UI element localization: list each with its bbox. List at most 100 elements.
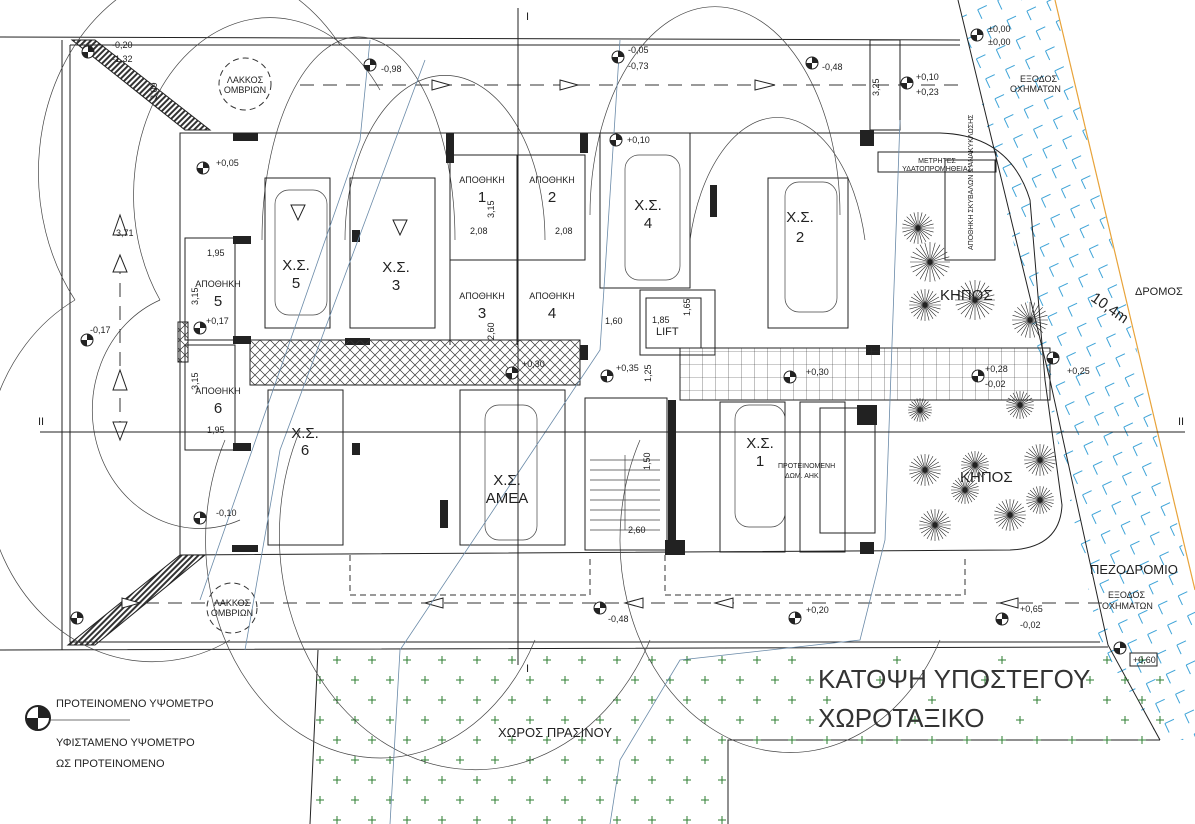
green-cross-mark — [1138, 696, 1146, 704]
green-cross-mark — [718, 656, 726, 664]
green-cross-mark — [718, 736, 726, 744]
green-cross-mark — [333, 816, 341, 824]
legend-proposed: ΠΡΟΤΕΙΝΟΜΕΝΟ ΥΨΟΜΕΤΡΟ — [56, 698, 214, 710]
green-cross-mark — [736, 676, 744, 684]
green-cross-mark — [473, 736, 481, 744]
green-cross-mark — [1103, 696, 1111, 704]
green-cross-mark — [473, 776, 481, 784]
green-cross-mark — [718, 816, 726, 824]
parking-number: 4 — [644, 215, 652, 232]
green-cross-mark — [438, 736, 446, 744]
green-cross-mark — [491, 756, 499, 764]
dimension-label: 1,95 — [207, 248, 225, 258]
parking-label: Χ.Σ. — [746, 435, 774, 452]
dimension-label: 1,25 — [643, 364, 653, 382]
green-cross-mark — [666, 756, 674, 764]
green-cross-mark — [333, 696, 341, 704]
green-cross-mark — [491, 796, 499, 804]
rain-pit-label: ΟΜΒΡΙΩΝ — [211, 608, 253, 618]
storage-label: ΑΠΟΘΗΚΗ — [459, 175, 505, 185]
green-cross-mark — [701, 676, 709, 684]
green-cross-mark — [1033, 736, 1041, 744]
vehicle-exit-label: ΕΞΟΔΟΣ — [1020, 74, 1057, 84]
green-cross-mark — [631, 796, 639, 804]
green-cross-mark — [963, 736, 971, 744]
plant-icon — [1026, 486, 1054, 514]
storage-number: 5 — [214, 293, 222, 310]
plant-icon — [955, 280, 995, 320]
green-cross-mark — [1068, 736, 1076, 744]
green-cross-mark — [316, 676, 324, 684]
green-cross-mark — [1103, 656, 1111, 664]
parking-number: 1 — [756, 453, 764, 470]
section-marker-bottom: I — [526, 663, 529, 675]
plant-icon — [909, 454, 941, 486]
green-cross-mark — [631, 716, 639, 724]
dimension-label: 1,95 — [207, 425, 225, 435]
green-cross-mark — [701, 756, 709, 764]
dimension-label: 2,60 — [486, 322, 496, 340]
green-cross-mark — [701, 796, 709, 804]
green-cross-mark — [351, 796, 359, 804]
dimension-label: 2,08 — [555, 226, 573, 236]
level-label: -0,02 — [985, 379, 1006, 389]
plant-icon — [902, 212, 934, 244]
level-label: +0,30 — [522, 359, 545, 369]
green-cross-mark — [543, 696, 551, 704]
green-cross-mark — [1121, 716, 1129, 724]
green-cross-mark — [561, 796, 569, 804]
green-cross-mark — [578, 816, 586, 824]
plant-icon — [908, 398, 932, 422]
storage-label: ΑΠΟΘΗΚΗ — [529, 175, 575, 185]
green-cross-mark — [526, 716, 534, 724]
cars — [274, 154, 838, 541]
green-cross-mark — [911, 716, 919, 724]
water-meters-label: ΥΔΑΤΟΠΡΟΜΗΘΕΙΑΣ — [902, 166, 972, 173]
stairs — [590, 455, 660, 531]
green-cross-mark — [648, 696, 656, 704]
refuse-store-label: ΑΠΟΘΗΚΗ ΣΚΥΒΑΛΩΝ & ΑΝΑΚΥΚΛΩΣΗΣ — [968, 114, 975, 250]
level-label: -1,32 — [112, 54, 133, 64]
green-cross-mark — [666, 716, 674, 724]
green-cross-mark — [403, 656, 411, 664]
green-cross-mark — [543, 736, 551, 744]
green-cross-mark — [596, 676, 604, 684]
green-cross-mark — [683, 816, 691, 824]
green-cross-mark — [998, 736, 1006, 744]
green-cross-mark — [403, 736, 411, 744]
green-cross-mark — [1138, 736, 1146, 744]
dimension-label: 2,08 — [470, 226, 488, 236]
legend-existing-2: ΩΣ ΠΡΟΤΕΙΝΟΜΕΝΟ — [56, 758, 165, 770]
green-cross-mark — [893, 736, 901, 744]
green-cross-mark — [718, 696, 726, 704]
green-cross-mark — [508, 776, 516, 784]
green-cross-mark — [981, 676, 989, 684]
dimension-label: 3,15 — [486, 200, 496, 218]
green-cross-mark — [1103, 736, 1111, 744]
level-label: +0,35 — [616, 363, 639, 373]
level-label: +0,65 — [1020, 604, 1043, 614]
green-cross-mark — [403, 776, 411, 784]
green-cross-mark — [736, 716, 744, 724]
parking-label: Χ.Σ. — [493, 472, 521, 489]
level-label: -0,05 — [628, 45, 649, 55]
dimension-label: 1,65 — [682, 298, 692, 316]
level-label: -0,20 — [112, 40, 133, 50]
green-cross-mark — [491, 676, 499, 684]
level-label: +0,25 — [1067, 366, 1090, 376]
green-cross-mark — [806, 676, 814, 684]
green-cross-mark — [718, 776, 726, 784]
green-cross-mark — [491, 716, 499, 724]
green-cross-mark — [771, 676, 779, 684]
green-cross-mark — [526, 796, 534, 804]
green-cross-mark — [823, 736, 831, 744]
green-cross-mark — [1016, 716, 1024, 724]
green-cross-mark — [508, 736, 516, 744]
green-cross-mark — [368, 816, 376, 824]
green-cross-mark — [561, 756, 569, 764]
eac-room-label: ΠΡΟΤΕΙΝΟΜΕΝΗ — [778, 463, 835, 470]
green-cross-mark — [928, 736, 936, 744]
plant-icon — [910, 242, 950, 282]
green-cross-mark — [403, 816, 411, 824]
